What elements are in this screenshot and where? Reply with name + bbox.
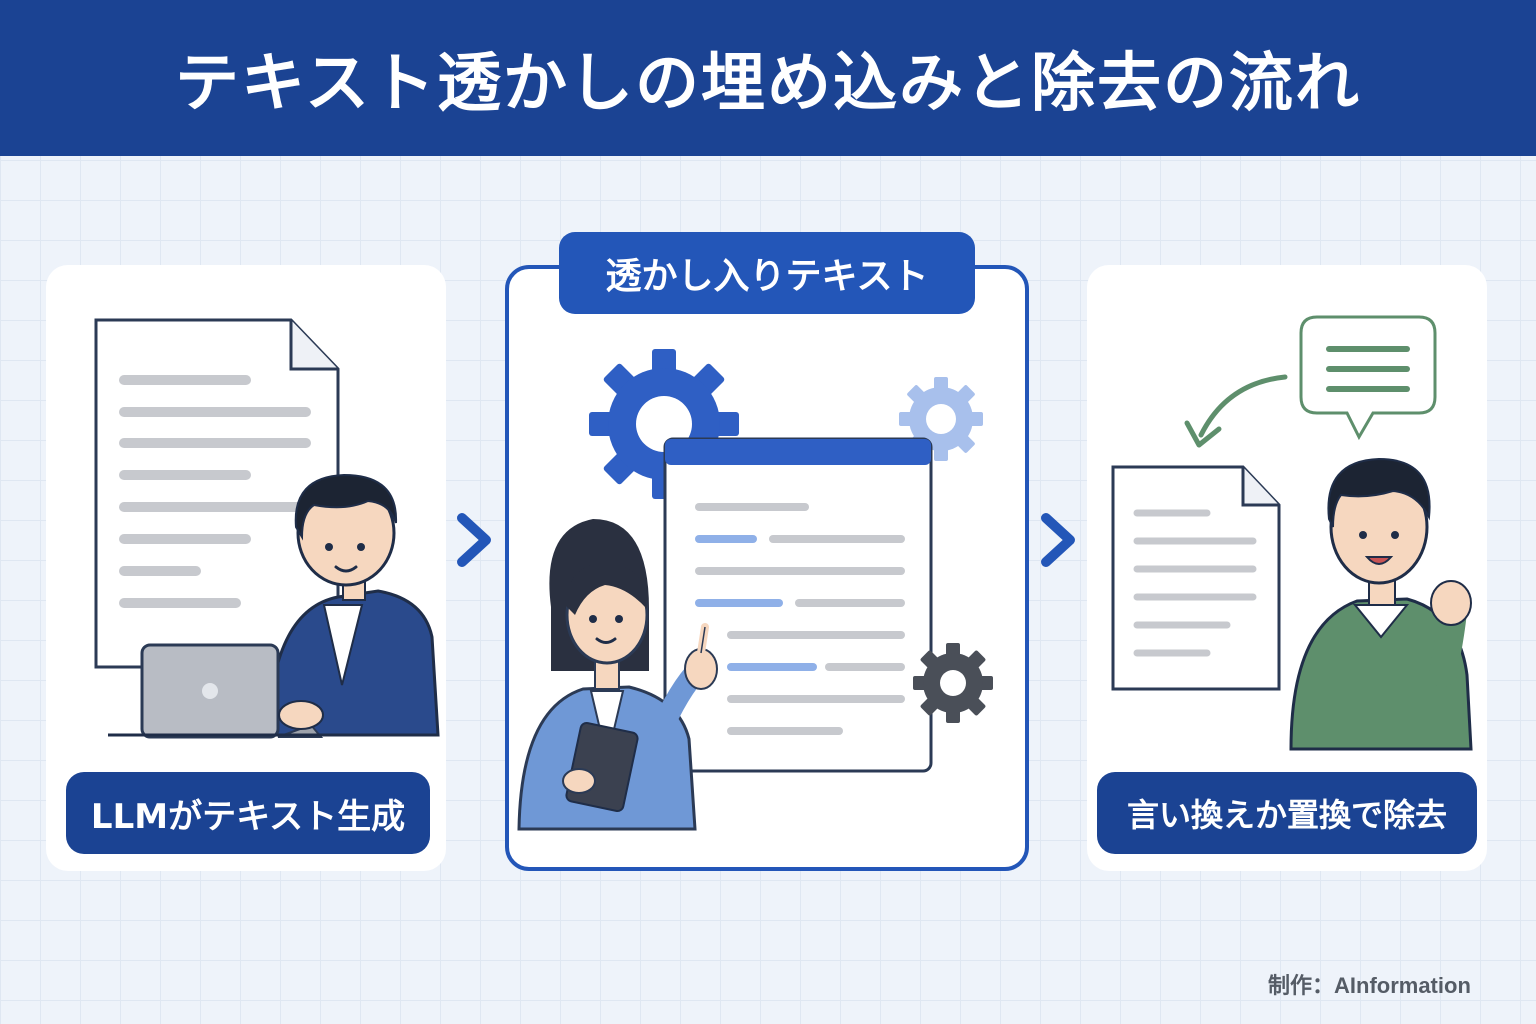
generate-illustration (94, 318, 440, 739)
header-banner: テキスト透かしの埋め込みと除去の流れ (0, 0, 1536, 156)
document-icon (663, 437, 933, 773)
remove-illustration (1111, 315, 1473, 751)
watermark-illustration (517, 349, 993, 831)
speech-bubble-icon (1299, 315, 1437, 441)
step-caption-generate: LLMがテキスト生成 (66, 772, 430, 854)
step-caption-remove: 言い換えか置換で除去 (1097, 772, 1477, 854)
person-icon (266, 473, 440, 737)
document-icon (1111, 465, 1281, 691)
chevron-right-icon (1041, 513, 1075, 567)
gear-icon (913, 643, 993, 723)
chevron-right-icon (457, 513, 491, 567)
curved-arrow-icon (1184, 374, 1288, 448)
credit-text: 制作：AInformation (1268, 973, 1471, 998)
watermark-tag: 透かし入りテキスト (559, 232, 975, 314)
step-panel-remove (1087, 265, 1487, 871)
page-title: テキスト透かしの埋め込みと除去の流れ (174, 47, 1362, 121)
tablet-icon (562, 721, 639, 813)
step-panel-watermark (505, 265, 1029, 871)
step-panel-generate (46, 265, 446, 871)
person-icon (1289, 457, 1473, 751)
laptop-icon (108, 643, 438, 739)
